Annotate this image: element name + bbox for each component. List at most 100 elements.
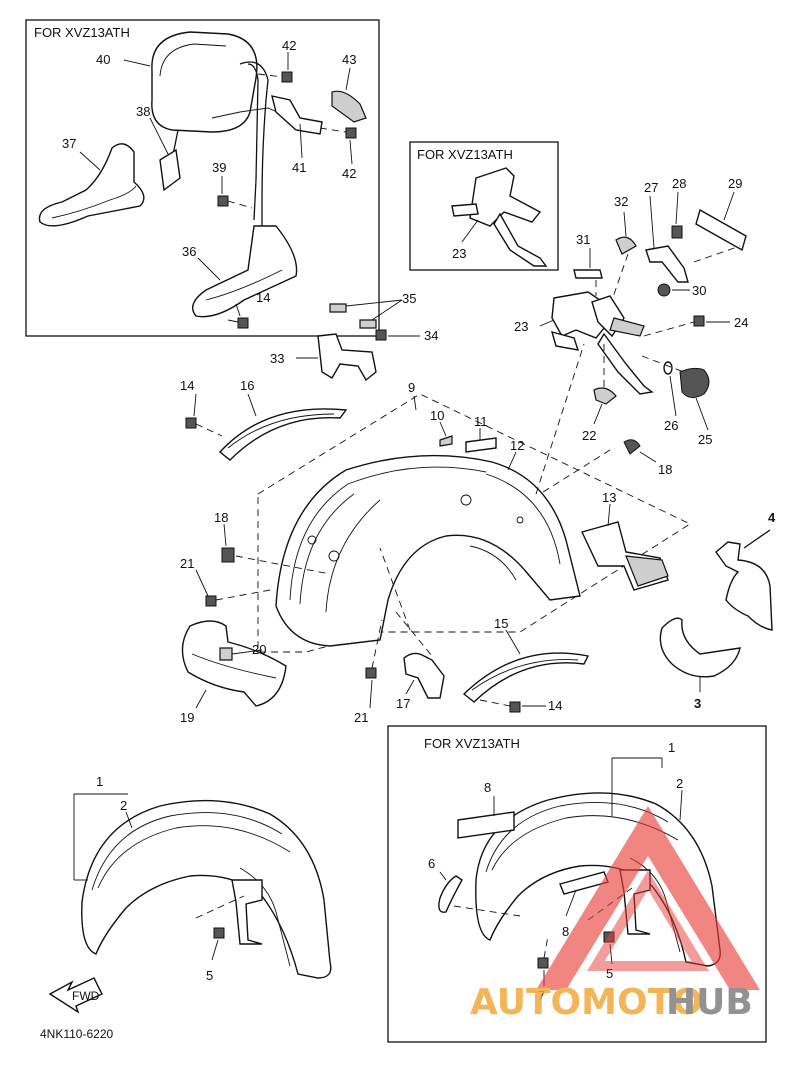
grommet-18-left: [221, 547, 235, 563]
fender-12-edge: [469, 545, 517, 581]
callout-42-top: 42: [282, 38, 296, 53]
watermark-text-automoto: AUTOMOTO: [470, 982, 703, 1023]
callout-20: 20: [252, 642, 266, 657]
box-top-mid: [409, 141, 559, 271]
callout-18-left: 18: [214, 510, 228, 525]
reflector-25: [679, 367, 710, 398]
callout-17: 17: [396, 696, 410, 711]
taillight-bracket-group: 31 32 27 28 29 30 24 23 26 25 22 18: [514, 176, 748, 477]
trim-15-inner: [471, 659, 579, 691]
bolt-24: [693, 315, 705, 327]
bolt-34: [375, 329, 387, 341]
callout-14-bottom: 14: [548, 698, 562, 713]
bracket-41: [271, 95, 323, 135]
callout-40: 40: [96, 52, 110, 67]
callout-5-right: 5: [606, 966, 613, 981]
callout-28: 28: [672, 176, 686, 191]
fender-12: [275, 454, 581, 647]
callout-35: 35: [402, 291, 416, 306]
fender-1-atr-rib: [485, 801, 669, 873]
callout-31: 31: [576, 232, 590, 247]
backrest-pad-edge: [159, 43, 227, 77]
bracket-23-alt-pin: [451, 203, 479, 217]
backrest-frame-rod: [239, 61, 269, 230]
callout-11: 11: [474, 414, 488, 429]
mudguard-4: [715, 541, 773, 631]
callout-21-left: 21: [180, 556, 194, 571]
cover-19-edge: [191, 653, 277, 679]
bolt-21-left: [205, 595, 217, 607]
callout-5-left: 5: [206, 968, 213, 983]
bolt-14-mid: [185, 417, 197, 429]
callout-22: 22: [582, 428, 596, 443]
clip-20: [219, 647, 233, 661]
callout-1-right: 1: [668, 740, 675, 755]
callout-34: 34: [424, 328, 438, 343]
clip-10: [439, 435, 453, 447]
fender-1-edge: [239, 867, 291, 967]
rear-fender-group: 33 35 34 14 16 9 10 11 12 13 18 21 20 19…: [180, 291, 691, 725]
callout-37: 37: [62, 136, 76, 151]
callout-30: 30: [692, 283, 706, 298]
fwd-arrow-icon: FWD: [48, 977, 103, 1014]
fwd-label: FWD: [72, 989, 100, 1003]
pin-31: [573, 269, 603, 279]
callout-32: 32: [614, 194, 628, 209]
fender-12-rib2: [299, 493, 355, 605]
bolt-5-left: [213, 927, 225, 939]
callout-6: 6: [428, 856, 435, 871]
backrest-pad: [151, 31, 258, 133]
rubber-35-b: [359, 319, 377, 329]
callout-41: 41: [292, 160, 306, 175]
trim-15: [462, 652, 590, 703]
backrest-frame-rod-inner: [247, 63, 259, 221]
callout-2-left: 2: [120, 798, 127, 813]
fender-1-bracket: [231, 879, 263, 945]
callout-15: 15: [494, 616, 508, 631]
label-8-a: [457, 811, 515, 839]
cover-19: [181, 620, 287, 707]
watermark-logo-icon: [536, 806, 760, 990]
callout-21-bottom: 21: [354, 710, 368, 725]
rubber-35-a: [329, 303, 347, 313]
clamp-22: [593, 387, 617, 405]
callout-9: 9: [408, 380, 415, 395]
callout-23: 23: [514, 319, 528, 334]
stay-3: [659, 617, 741, 678]
fender-12-rib3: [325, 499, 381, 613]
assembly-outline-9: [257, 393, 691, 653]
bracket-6: [438, 875, 463, 913]
bracket-23: [551, 291, 605, 339]
backrest-group: FOR XVZ13ATH: [25, 19, 380, 337]
bracket-23-alt-arm: [493, 212, 548, 267]
bolt-21-bottom: [365, 667, 377, 679]
trim-16: [218, 408, 348, 461]
stay-33: [317, 333, 377, 382]
bolt-14-top: [227, 317, 249, 329]
callout-10: 10: [430, 408, 444, 423]
box-top-left: [25, 19, 380, 337]
callout-1-left: 1: [96, 774, 103, 789]
tape-11: [465, 437, 497, 453]
callout-23-box: 23: [452, 246, 466, 261]
fender-1-rib: [91, 812, 283, 891]
bracket-23-arm: [597, 332, 654, 395]
box-title-bottom-right: FOR XVZ13ATH: [424, 736, 520, 751]
callout-39: 39: [212, 160, 226, 175]
sissy-bar-plate-36: [192, 225, 298, 318]
callout-3: 3: [694, 696, 701, 711]
callout-26: 26: [664, 418, 678, 433]
side-parts-group: 4 3: [659, 510, 776, 711]
callout-24: 24: [734, 315, 748, 330]
plate-bracket-27: [645, 245, 689, 283]
callout-12: 12: [510, 438, 524, 453]
nut-30: [657, 283, 671, 297]
box-title-top-mid: FOR XVZ13ATH: [417, 147, 513, 162]
callout-29: 29: [728, 176, 742, 191]
bolt-7: [537, 957, 549, 969]
box-bottom-right: [387, 725, 767, 1043]
callout-4: 4: [768, 510, 776, 525]
diagram-code: 4NK110-6220: [40, 1027, 113, 1041]
flap-13-rubber: [625, 555, 669, 587]
bracket-23-pin: [550, 330, 580, 351]
